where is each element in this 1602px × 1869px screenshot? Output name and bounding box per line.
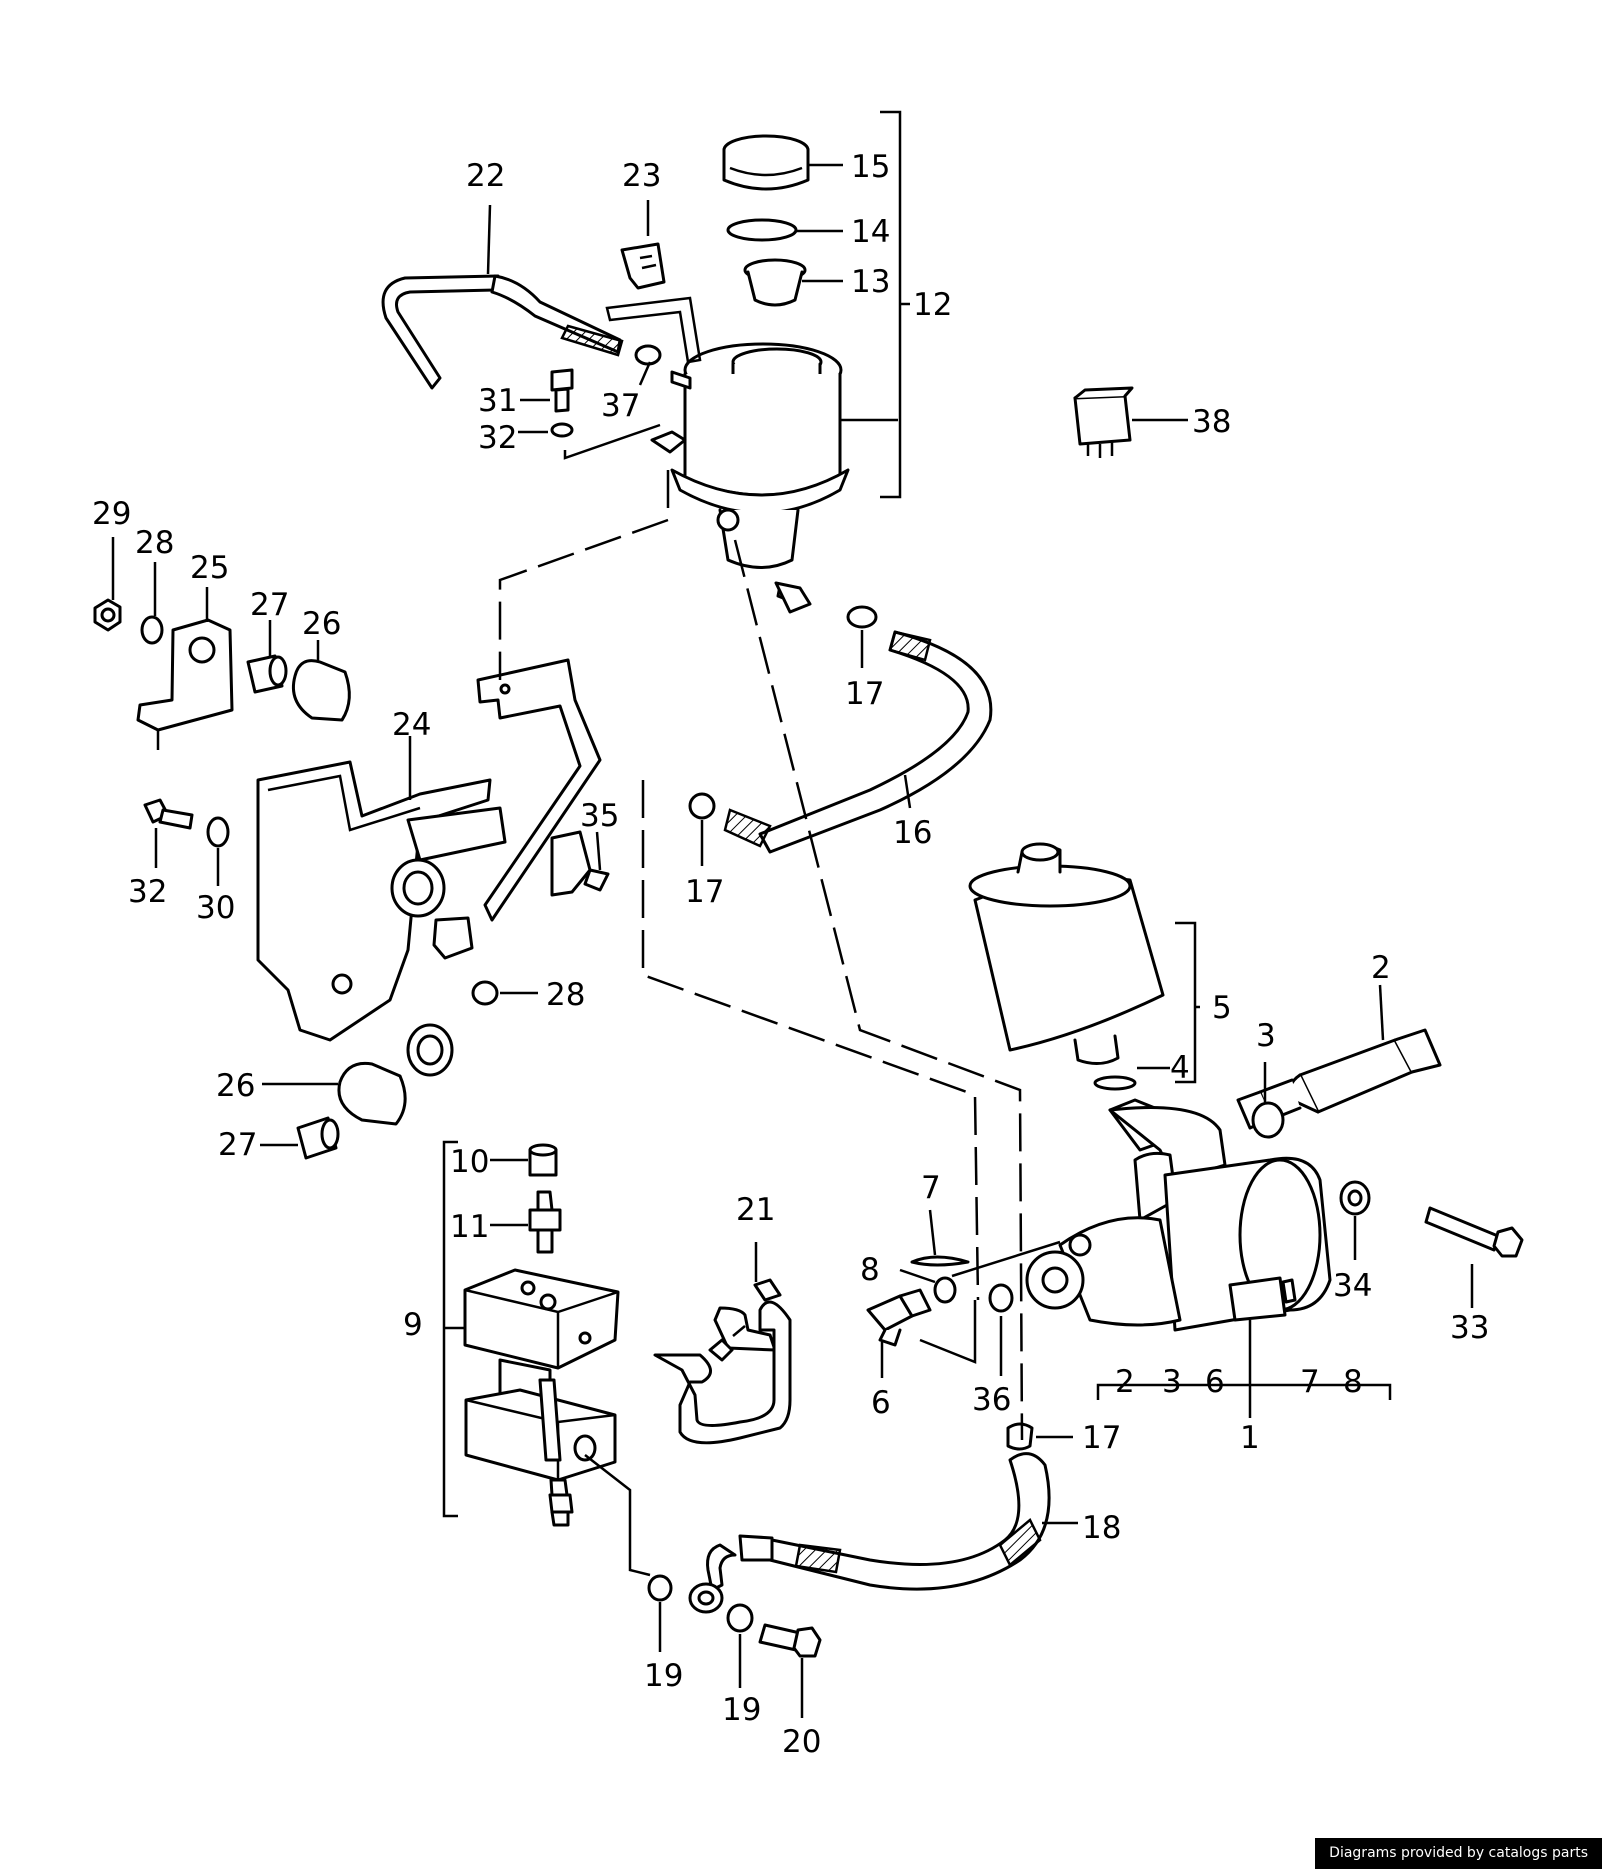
label-16: 16 [893,815,932,851]
suction-hose-group [688,581,993,866]
label-11: 11 [450,1209,489,1245]
label-group-2: 2 [1115,1364,1135,1400]
label-27: 27 [250,587,289,623]
label-23: 23 [622,158,661,194]
left-bracket-group [93,537,610,1160]
label-26: 26 [302,606,341,642]
diagram-credit: Diagrams provided by catalogs parts [1315,1838,1602,1869]
label-34: 34 [1333,1268,1372,1304]
label-group-6: 6 [1205,1364,1225,1400]
label-17: 17 [845,676,884,712]
label-group-8: 8 [1343,1364,1363,1400]
label-17: 17 [685,874,724,910]
callout-labels: 15 14 13 12 22 23 31 37 32 38 29 28 25 2… [92,149,1489,1760]
valve-block-group [442,1140,651,1577]
label-1: 1 [1240,1420,1260,1456]
label-30: 30 [196,890,235,926]
label-35: 35 [580,798,619,834]
relay-group [1073,386,1188,458]
label-29: 29 [92,496,131,532]
label-2: 2 [1371,950,1391,986]
label-37: 37 [601,388,640,424]
label-32: 32 [478,420,517,456]
label-33: 33 [1450,1310,1489,1346]
label-15: 15 [851,149,890,185]
label-3: 3 [1256,1018,1276,1054]
label-24: 24 [392,707,431,743]
label-8: 8 [860,1252,880,1288]
return-lines-group [647,1242,1078,1718]
label-20: 20 [782,1724,821,1760]
label-38: 38 [1192,404,1231,440]
label-28: 28 [546,977,585,1013]
label-6: 6 [871,1385,891,1421]
label-22: 22 [466,158,505,194]
label-12: 12 [913,287,952,323]
label-4: 4 [1170,1050,1190,1086]
label-18: 18 [1082,1510,1121,1546]
label-19: 19 [722,1692,761,1728]
connection-lines [498,470,1024,1441]
label-group-7: 7 [1300,1364,1320,1400]
label-36: 36 [972,1382,1011,1418]
label-14: 14 [851,214,890,250]
breather-hose-group [381,200,702,460]
label-26: 26 [216,1068,255,1104]
label-13: 13 [851,264,890,300]
label-21: 21 [736,1192,775,1228]
label-7: 7 [921,1170,941,1206]
label-10: 10 [450,1144,489,1180]
label-9: 9 [403,1307,423,1343]
label-17: 17 [1082,1420,1121,1456]
label-5: 5 [1212,990,1232,1026]
reservoir-assembly [650,110,910,607]
label-27: 27 [218,1127,257,1163]
pump-group [866,842,1524,1418]
label-32: 32 [128,874,167,910]
label-25: 25 [190,550,229,586]
label-31: 31 [478,383,517,419]
label-group-3: 3 [1162,1364,1182,1400]
label-28: 28 [135,525,174,561]
label-19: 19 [644,1658,683,1694]
